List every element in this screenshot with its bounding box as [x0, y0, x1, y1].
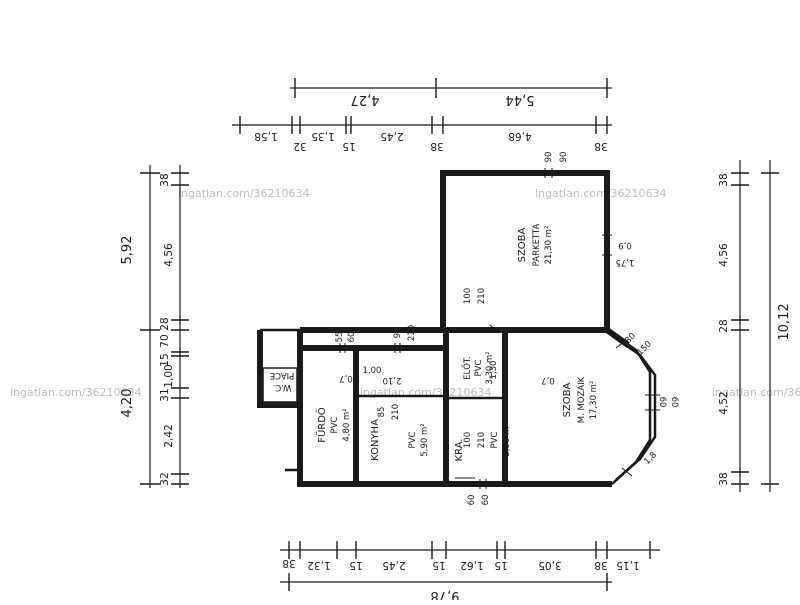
watermark: ingatlan.com/36210634 — [712, 386, 800, 399]
dim-bottom-seg: 3,05 — [538, 559, 561, 571]
opening-label: 0,9 — [618, 240, 632, 250]
room-area-konyha: 5,90 m² — [420, 423, 430, 456]
dim-left-seg: 70 — [159, 334, 171, 347]
dim-top-seg: 1,58 — [254, 130, 277, 142]
dim-left-seg: 1,00 — [163, 364, 175, 387]
dim-right-seg: 28 — [718, 319, 730, 332]
opening-label: 210 — [477, 288, 487, 304]
room-name-eloter: ELŐT. — [462, 356, 473, 380]
opening-label: 85 — [377, 407, 387, 418]
dim-left-seg: 28 — [159, 317, 171, 330]
dim-bottom-seg: 1,62 — [460, 559, 483, 571]
dim-top-seg: 38 — [430, 140, 443, 152]
dimension-bottom: 38 1,32 15 2,45 15 1,62 15 3,05 38 1,15 … — [280, 541, 660, 603]
room-area-kamra: 3,90 m² — [502, 423, 512, 456]
dim-top-seg: 1,35 — [311, 130, 334, 142]
opening-label: 0,7 — [541, 375, 555, 385]
opening-label: 60 — [657, 397, 667, 408]
dim-top-seg: 32 — [293, 140, 306, 152]
room-area-szoba-2: 17,30 m² — [589, 381, 599, 420]
dim-right-seg: 38 — [718, 173, 730, 186]
opening-label: 100 — [463, 288, 473, 304]
dim-top-seg: 4,68 — [508, 130, 531, 142]
room-floor-szoba-1: PARKETTA — [532, 223, 542, 266]
opening-label: 55 — [335, 332, 345, 343]
dim-bottom-seg: 38 — [594, 559, 607, 571]
dim-left-total-b: 4,20 — [120, 389, 135, 418]
room-floor-wc: PIACE — [270, 370, 295, 380]
dim-bottom-seg: 1,15 — [616, 559, 639, 571]
opening-marks — [339, 168, 660, 489]
dim-bottom-total: 9,78 — [431, 588, 460, 600]
dim-bottom-seg: 2,45 — [382, 559, 405, 571]
dim-bottom-seg: 15 — [494, 559, 507, 571]
dim-bottom-seg: 38 — [282, 557, 295, 569]
room-floor-szoba-2: M. MOZAIK — [577, 376, 587, 423]
room-name-furdo: FÜRDŐ — [314, 407, 328, 443]
dim-left-total-a: 5,92 — [120, 236, 135, 265]
opening-label: 90 — [559, 152, 569, 163]
opening-label: 210 — [391, 404, 401, 420]
wc-box — [257, 328, 300, 472]
dimension-top: 4,27 5,44 1,58 32 1,35 15 2,45 38 4,68 3… — [232, 78, 612, 152]
watermark: ingatlan.com/36210634 — [178, 187, 310, 200]
opening-label: 2,10 — [383, 375, 402, 385]
opening-label: 60 — [347, 332, 357, 343]
dim-right-seg: 38 — [718, 472, 730, 485]
dimension-left: 5,92 4,20 38 4,56 28 70 15 1,00 31 2,42 … — [120, 165, 189, 488]
dim-left-seg: 2,42 — [163, 424, 175, 447]
dim-left-seg: 38 — [159, 173, 171, 186]
opening-label: 0,7 — [339, 373, 353, 383]
room-name-szoba-1: SZOBA — [517, 227, 528, 262]
opening-label: 60 — [669, 397, 679, 408]
dim-right-total: 10,12 — [777, 303, 792, 340]
inner-walls — [300, 327, 607, 484]
room-floor-eloter: PVC — [474, 360, 484, 377]
watermark: ingatlan.com/36210634 — [535, 187, 667, 200]
room-name-konyha: KONYHA — [370, 419, 381, 461]
dim-left-seg: 31 — [159, 388, 171, 401]
room-name-szoba-2: SZOBA — [562, 382, 573, 417]
dim-left-seg: 32 — [159, 472, 171, 485]
dim-top-total-a: 4,27 — [351, 92, 380, 107]
dim-top-seg: 38 — [594, 140, 607, 152]
dim-bottom-seg: 1,32 — [307, 559, 330, 571]
room-area-furdo: 4,80 m² — [342, 408, 352, 441]
dim-left-seg: 15 — [159, 353, 171, 366]
room-name-wc: W.C. — [273, 382, 292, 392]
dim-top-seg: 15 — [342, 140, 355, 152]
room-name-kamra: KRA. — [454, 439, 465, 462]
opening-label: 210 — [477, 432, 487, 448]
dim-bottom-seg: 15 — [432, 559, 445, 571]
opening-label: 1,00 — [363, 366, 382, 376]
watermark: ingatlan.com/36210634 — [10, 386, 142, 399]
opening-label: 1,30 — [489, 361, 499, 380]
dim-right-seg: 4,52 — [718, 391, 730, 414]
opening-label: 95 — [393, 328, 403, 339]
dim-top-total-b: 5,44 — [506, 92, 535, 107]
dim-right-seg: 4,56 — [718, 243, 730, 267]
dim-top-seg: 2,45 — [380, 130, 403, 142]
dim-left-seg: 4,56 — [163, 243, 175, 267]
opening-label: 90 — [544, 152, 554, 163]
opening-label: 60 — [481, 495, 491, 506]
dimension-right: 38 4,56 28 4,52 38 10,12 — [718, 160, 792, 492]
room-floor-kamra: PVC — [490, 432, 500, 449]
dim-bottom-seg: 15 — [349, 559, 362, 571]
room-area-eloter: 3,30 m² — [485, 351, 495, 384]
room-area-szoba-1: 21,30 m² — [544, 226, 554, 265]
opening-label: 100 — [463, 432, 473, 448]
opening-label: 1,75 — [616, 257, 635, 267]
room-floor-furdo: PVC — [330, 417, 340, 434]
room-floor-konyha: PVC — [408, 432, 418, 449]
opening-label: 60 — [467, 495, 477, 506]
opening-label: 210 — [407, 325, 417, 341]
